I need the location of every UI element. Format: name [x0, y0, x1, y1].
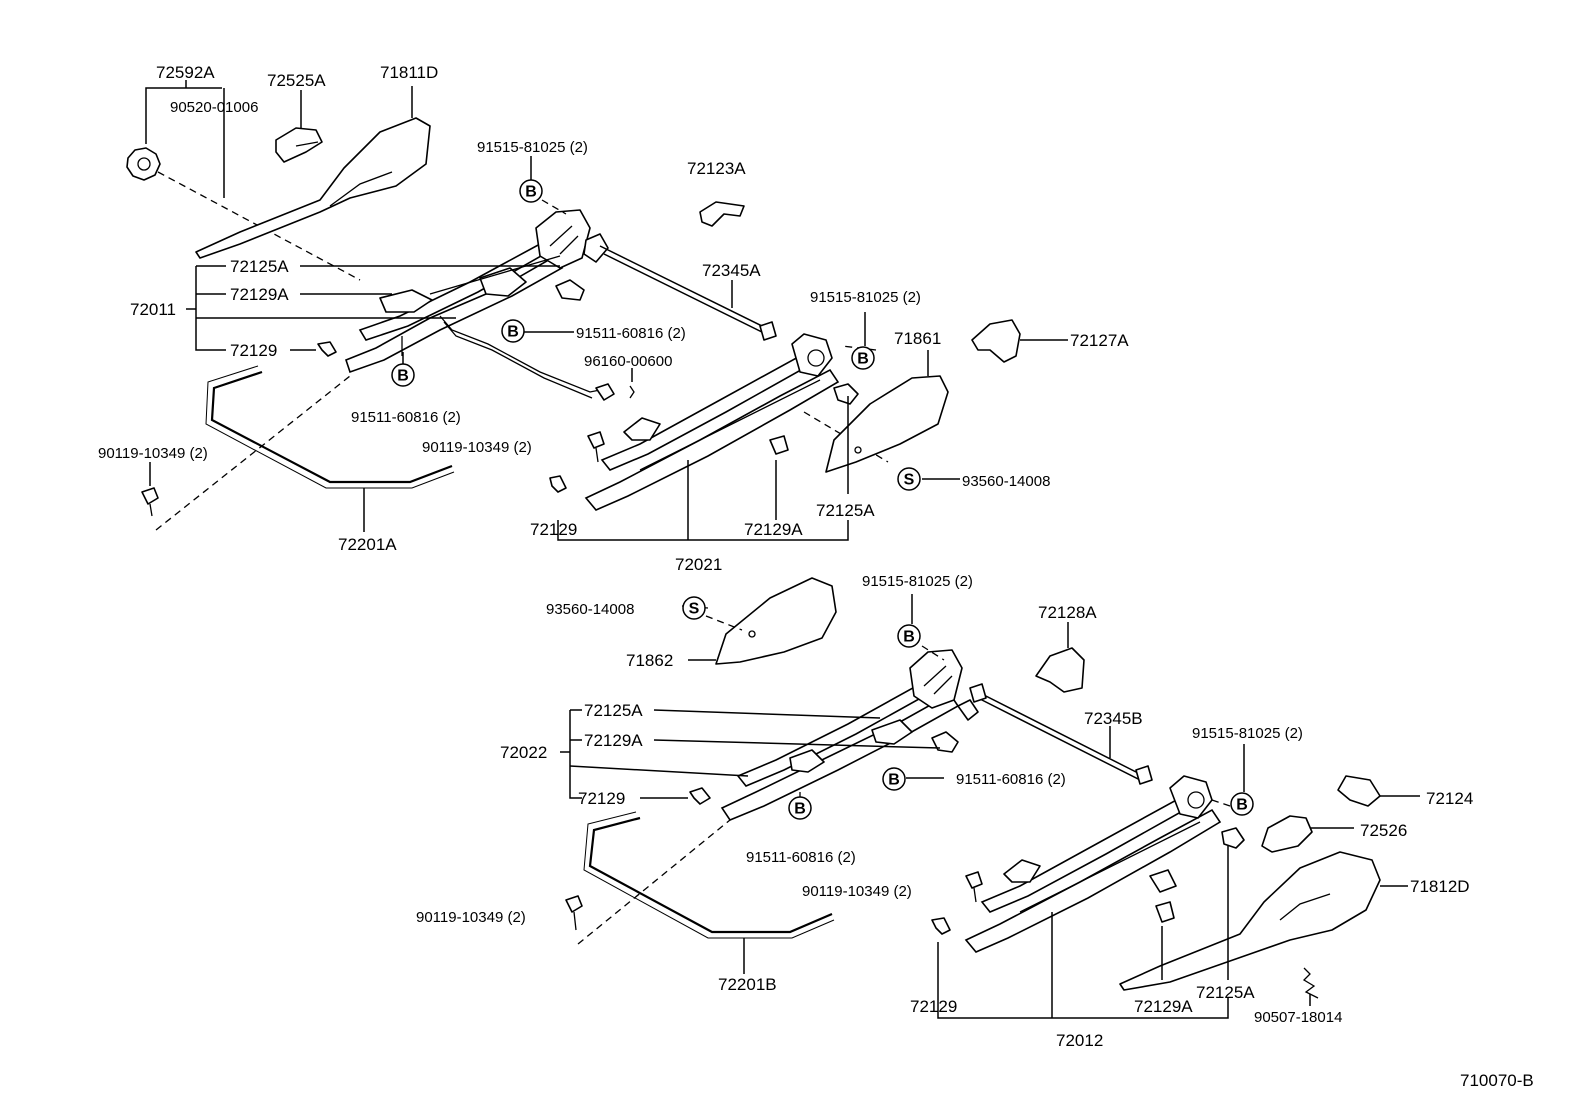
label-72125a-a: 72125A	[230, 257, 289, 276]
label-72123a: 72123A	[687, 159, 746, 178]
svg-text:B: B	[903, 629, 915, 646]
label-72021: 72021	[675, 555, 722, 574]
callout-bolt-a: B	[519, 179, 543, 203]
callout-bolt-d: B	[851, 346, 875, 370]
label-91515-b: 91515-81025 (2)	[810, 289, 921, 306]
label-72592a: 72592A	[156, 63, 215, 82]
track-72021	[584, 333, 859, 511]
label-71812d: 71812D	[1410, 877, 1470, 896]
svg-text:S: S	[904, 472, 915, 489]
label-90119-a: 90119-10349 (2)	[98, 445, 208, 462]
svg-text:B: B	[507, 324, 519, 341]
label-72129a-d: 72129A	[1134, 997, 1193, 1016]
label-90520-01006: 90520-01006	[170, 99, 258, 116]
label-71861: 71861	[894, 329, 941, 348]
label-72129-b: 72129	[530, 520, 577, 539]
label-91511-c: 91511-60816 (2)	[956, 771, 1066, 788]
label-72129a-b: 72129A	[744, 520, 803, 539]
svg-text:B: B	[857, 351, 869, 368]
label-90119-b: 90119-10349 (2)	[422, 439, 532, 456]
svg-text:B: B	[1236, 797, 1248, 814]
label-72022: 72022	[500, 743, 547, 762]
label-72129-a: 72129	[230, 341, 277, 360]
cover-71812d	[1119, 851, 1381, 991]
label-72127a: 72127A	[1070, 331, 1129, 350]
bracket-72124	[1337, 775, 1381, 807]
label-72201a: 72201A	[338, 535, 397, 554]
label-72129a-a: 72129A	[230, 285, 289, 304]
label-72128a: 72128A	[1038, 603, 1097, 622]
label-91515-d: 91515-81025 (2)	[1192, 725, 1303, 742]
clip-72525a	[275, 127, 323, 163]
label-71811d: 71811D	[380, 63, 438, 82]
track-72022	[720, 649, 979, 821]
label-72345a: 72345A	[702, 261, 761, 280]
svg-text:S: S	[689, 601, 700, 618]
label-72125a-b: 72125A	[816, 501, 875, 520]
knob-72592a	[126, 147, 161, 181]
label-72011: 72011	[130, 300, 176, 319]
label-91511-a: 91511-60816 (2)	[576, 325, 686, 342]
label-72345b: 72345B	[1084, 709, 1143, 728]
label-96160-00600: 96160-00600	[584, 353, 672, 370]
callout-bolt-g: B	[788, 796, 812, 820]
label-91511-b: 91511-60816 (2)	[351, 409, 461, 426]
label-93560-a: 93560-14008	[962, 473, 1050, 490]
label-71862: 71862	[626, 651, 673, 670]
label-91515-c: 91515-81025 (2)	[862, 573, 973, 590]
label-72129-c: 72129	[578, 789, 625, 808]
cap-72128a	[1035, 647, 1085, 693]
cover-71862	[715, 577, 837, 665]
label-72525a: 72525A	[267, 71, 326, 90]
callout-bolt-e: B	[897, 624, 921, 648]
label-72125a-c: 72125A	[584, 701, 643, 720]
callout-bolt-f: B	[882, 767, 906, 791]
bolt-90119-a	[141, 487, 159, 517]
svg-text:B: B	[397, 368, 409, 385]
track-72012	[964, 775, 1245, 953]
label-72129a-c: 72129A	[584, 731, 643, 750]
svg-text:B: B	[525, 184, 537, 201]
label-93560-b: 93560-14008	[546, 601, 634, 618]
label-91515-a: 91515-81025 (2)	[477, 139, 588, 156]
bracket-72123a	[699, 201, 745, 227]
label-90119-c: 90119-10349 (2)	[802, 883, 912, 900]
figure-code: 710070-B	[1460, 1071, 1534, 1090]
label-91511-d: 91511-60816 (2)	[746, 849, 856, 866]
label-72526: 72526	[1360, 821, 1407, 840]
knob-72526	[1261, 815, 1313, 853]
cap-72127a	[971, 319, 1021, 363]
callout-screw-a: S	[897, 467, 921, 491]
label-72201b: 72201B	[718, 975, 777, 994]
svg-text:B: B	[888, 772, 900, 789]
label-72012: 72012	[1056, 1031, 1103, 1050]
callout-bolt-c: B	[391, 363, 415, 387]
label-72125a-d: 72125A	[1196, 983, 1255, 1002]
cover-71861	[825, 375, 949, 473]
callout-bolt-b: B	[501, 319, 525, 343]
track-72011	[345, 209, 609, 374]
callout-bolt-h: B	[1230, 792, 1254, 816]
callout-screw-b: S	[682, 596, 706, 620]
label-72124: 72124	[1426, 789, 1473, 808]
label-90119-d: 90119-10349 (2)	[416, 909, 526, 926]
label-90507-18014: 90507-18014	[1254, 1009, 1342, 1026]
svg-text:B: B	[794, 801, 806, 818]
label-72129-d: 72129	[910, 997, 957, 1016]
cover-71811d	[195, 117, 431, 259]
